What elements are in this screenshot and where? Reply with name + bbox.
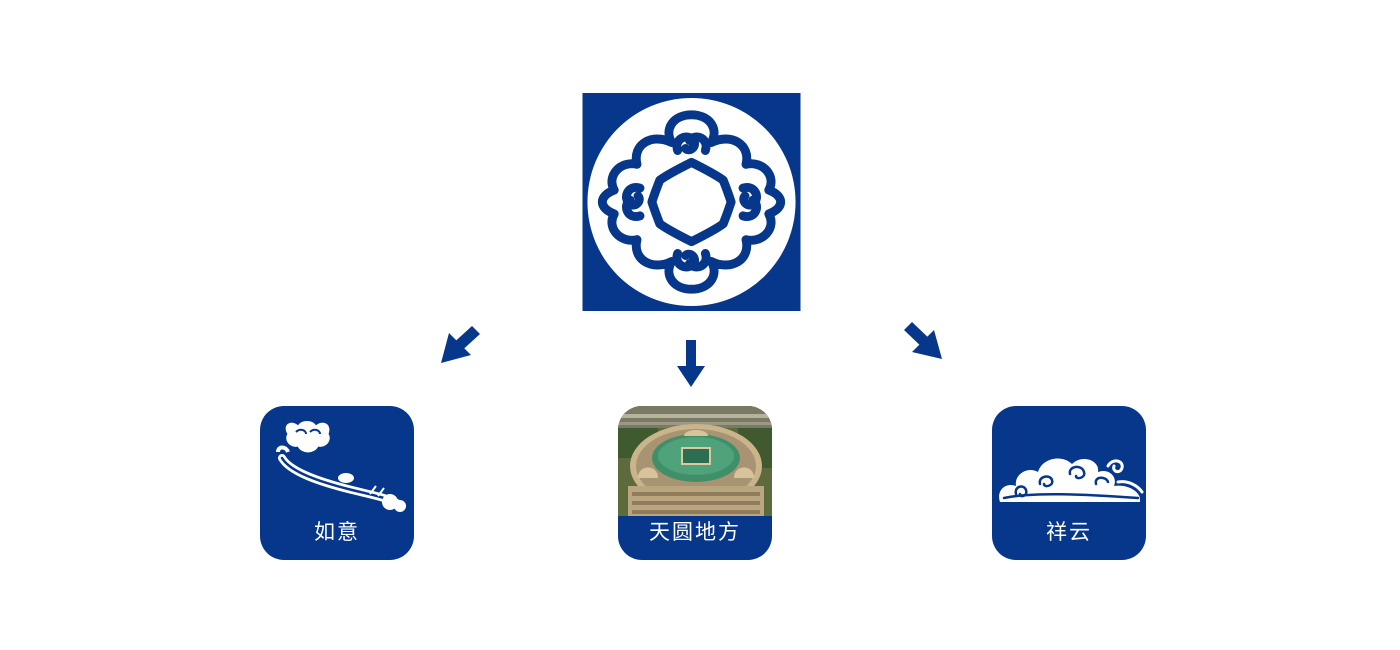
arrow-to-ruyi: [441, 326, 480, 363]
tianyuandifang-tile: 天圆地方: [618, 406, 772, 560]
ruyi-tile: 如意: [260, 406, 414, 560]
arrow-to-xiangyun: [904, 322, 942, 359]
auspicious-cloud-icon: [999, 458, 1144, 502]
tile-label-tianyuandifang: 天圆地方: [649, 520, 741, 544]
xiangyun-tile: 祥云: [992, 406, 1146, 560]
arrow-to-tianyuandifang: [677, 340, 705, 387]
round-square-building-photo: [618, 406, 772, 516]
ruyi-scepter-icon: [276, 421, 406, 512]
tile-label-ruyi: 如意: [314, 520, 360, 544]
auspicious-knot-icon: [582, 93, 801, 311]
tile-label-xiangyun: 祥云: [1046, 520, 1092, 544]
